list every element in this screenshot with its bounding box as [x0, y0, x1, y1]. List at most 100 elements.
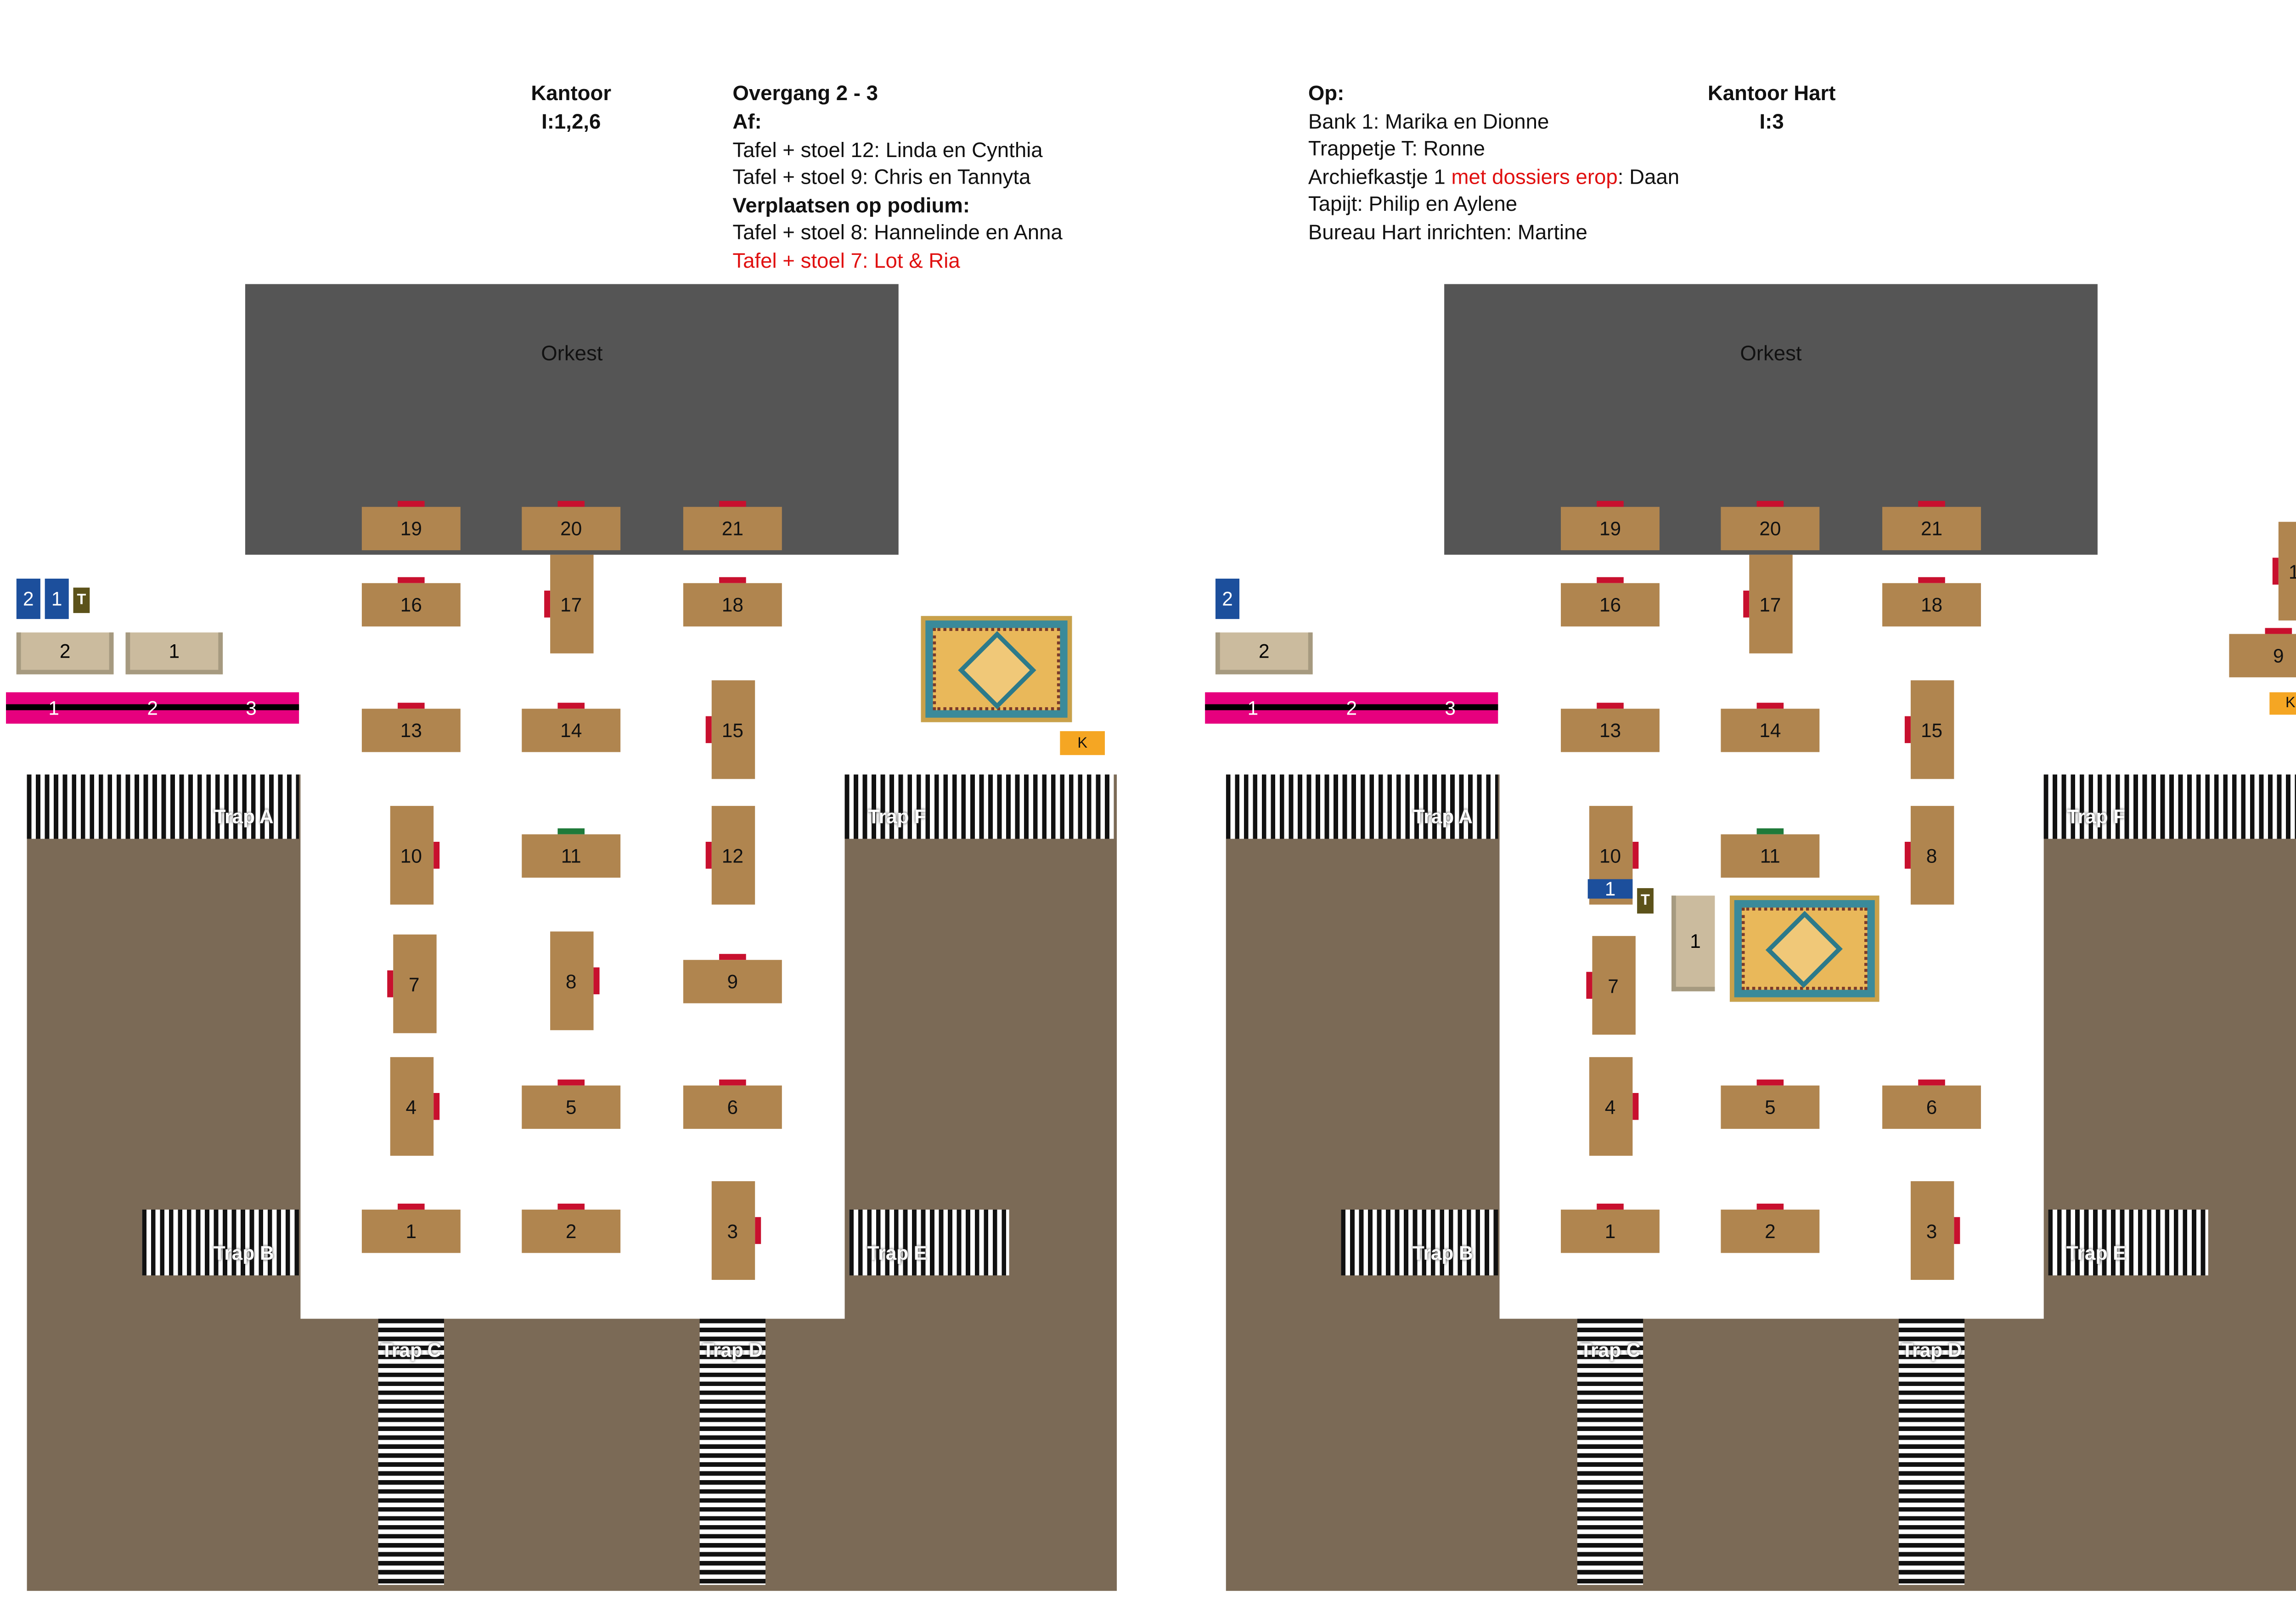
trap-label[interactable]: Trap C	[381, 1339, 442, 1362]
trap-label[interactable]: Trap C	[1580, 1339, 1641, 1362]
table-9[interactable]: 9	[2229, 633, 2296, 677]
table-12[interactable]: 12	[711, 806, 754, 905]
table-10[interactable]: 10	[389, 806, 433, 905]
table-21[interactable]: 21	[1882, 506, 1981, 550]
chair	[543, 591, 550, 618]
table-14[interactable]: 14	[1721, 708, 1820, 752]
chair	[557, 500, 585, 507]
chair	[398, 500, 425, 507]
bench-1[interactable]: 1	[125, 632, 223, 675]
trap-label[interactable]: Trap D	[702, 1339, 763, 1362]
table-12[interactable]: 12	[2278, 522, 2296, 621]
plan-left-subtitle: I:1,2,6	[541, 109, 601, 133]
table-9[interactable]: 9	[683, 959, 782, 1003]
trap-a-stairs	[1226, 774, 1498, 839]
bench-1[interactable]: 1	[1671, 896, 1715, 991]
table-8[interactable]: 8	[549, 931, 593, 1031]
table-15[interactable]: 15	[711, 680, 754, 779]
table-7[interactable]: 7	[1591, 936, 1635, 1035]
chair	[1918, 1079, 1945, 1085]
carpet-pattern	[933, 628, 1060, 710]
stepladder-t[interactable]: T	[73, 587, 90, 613]
chair	[1918, 576, 1945, 583]
table-8[interactable]: 8	[1910, 806, 1953, 905]
plan-left-title: Kantoor	[531, 80, 612, 105]
archive-cabinet-1[interactable]: 1	[1587, 878, 1633, 900]
trap-e-stairs	[2048, 1209, 2208, 1276]
trap-label[interactable]: Trap E	[2066, 1241, 2126, 1264]
chair	[557, 828, 585, 834]
archive-cabinet-2[interactable]: 2	[1215, 578, 1240, 619]
carpet[interactable]	[921, 616, 1072, 722]
trap-label[interactable]: Trap D	[1901, 1339, 1962, 1362]
table-2[interactable]: 2	[1721, 1209, 1820, 1252]
table-19[interactable]: 19	[361, 506, 461, 550]
trap-c-stairs	[378, 1318, 444, 1585]
table-5[interactable]: 5	[522, 1085, 621, 1128]
on-item: Tapijt: Philip en Aylene	[1308, 191, 1518, 215]
trap-d-stairs	[699, 1318, 765, 1585]
table-13[interactable]: 13	[1561, 708, 1660, 752]
bar-line	[6, 704, 299, 710]
trap-f-stairs	[2043, 774, 2296, 839]
off-item: Tafel + stoel 12: Linda en Cynthia	[732, 137, 1043, 162]
chair	[1953, 1217, 1959, 1244]
table-15[interactable]: 15	[1910, 680, 1953, 779]
trap-label[interactable]: Trap B	[1412, 1241, 1473, 1264]
carpet[interactable]	[1729, 896, 1880, 1002]
chair	[1756, 702, 1784, 708]
table-6[interactable]: 6	[1882, 1085, 1981, 1128]
table-1[interactable]: 1	[361, 1209, 461, 1252]
trap-label[interactable]: Trap E	[867, 1241, 927, 1264]
bench-2[interactable]: 2	[16, 632, 114, 675]
stepladder-t[interactable]: T	[1637, 888, 1654, 914]
table-11[interactable]: 11	[522, 834, 621, 877]
archive-cabinet-2[interactable]: 2	[16, 578, 40, 619]
trap-label[interactable]: Trap F	[2067, 805, 2126, 828]
on-heading: Op:	[1308, 80, 1345, 105]
table-4[interactable]: 4	[389, 1057, 433, 1156]
move-item: Tafel + stoel 8: Hannelinde en Anna	[732, 220, 1063, 244]
table-7[interactable]: 7	[392, 934, 436, 1033]
table-14[interactable]: 14	[522, 708, 621, 752]
table-13[interactable]: 13	[361, 708, 461, 752]
bench-2[interactable]: 2	[1215, 632, 1313, 675]
table-19[interactable]: 19	[1561, 506, 1660, 550]
trap-label[interactable]: Trap B	[213, 1241, 274, 1264]
table-1[interactable]: 1	[1561, 1209, 1660, 1252]
archive-cabinet-1[interactable]: 1	[45, 578, 69, 619]
table-18[interactable]: 18	[1882, 582, 1981, 626]
table-4[interactable]: 4	[1588, 1057, 1632, 1156]
table-16[interactable]: 16	[1561, 582, 1660, 626]
trap-label[interactable]: Trap A	[1412, 805, 1473, 828]
bar-segment-label: 2	[147, 697, 158, 720]
table-2[interactable]: 2	[522, 1209, 621, 1252]
table-3[interactable]: 3	[711, 1181, 754, 1280]
chair	[1756, 828, 1784, 834]
chair	[1756, 500, 1784, 507]
table-21[interactable]: 21	[683, 506, 782, 550]
trap-label[interactable]: Trap A	[214, 805, 274, 828]
bar-segment-label: 1	[1247, 697, 1259, 720]
chair	[1918, 500, 1945, 507]
k-box[interactable]: K	[1060, 731, 1105, 755]
carpet-pattern	[1742, 907, 1868, 990]
table-16[interactable]: 16	[361, 582, 461, 626]
on-item: Bank 1: Marika en Dionne	[1308, 109, 1549, 133]
table-5[interactable]: 5	[1721, 1085, 1820, 1128]
chair	[557, 702, 585, 708]
chair	[719, 1079, 746, 1085]
table-17[interactable]: 17	[549, 554, 593, 653]
table-20[interactable]: 20	[1721, 506, 1820, 550]
k-box[interactable]: K	[2269, 692, 2296, 715]
table-3[interactable]: 3	[1910, 1181, 1953, 1280]
table-11[interactable]: 11	[1721, 834, 1820, 877]
trap-label[interactable]: Trap F	[867, 805, 926, 828]
table-17[interactable]: 17	[1748, 554, 1792, 653]
table-18[interactable]: 18	[683, 582, 782, 626]
table-6[interactable]: 6	[683, 1085, 782, 1128]
transition-title: Overgang 2 - 3	[732, 80, 878, 105]
chair	[1632, 1093, 1638, 1120]
table-20[interactable]: 20	[522, 506, 621, 550]
